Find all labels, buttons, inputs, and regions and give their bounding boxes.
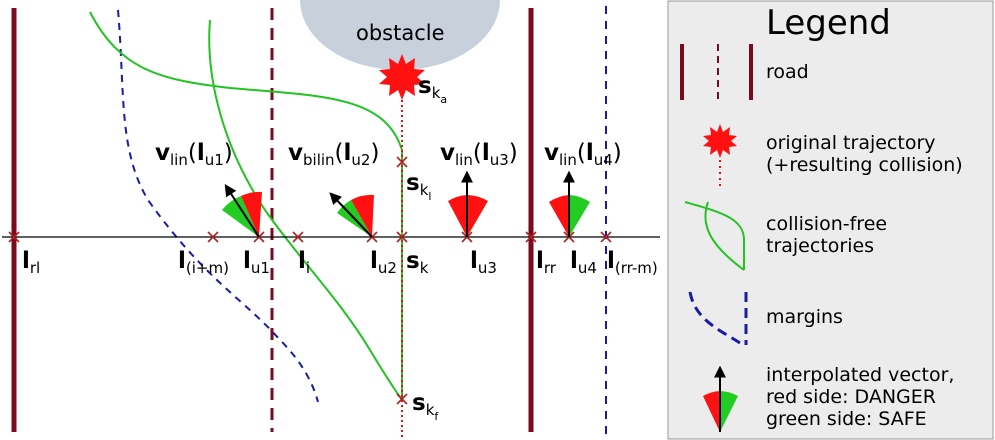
interpolated-vector-u4 [549, 170, 590, 237]
legend-original-text-2: (+resulting collision) [766, 154, 963, 176]
marker-l-i [292, 231, 304, 243]
legend-original-text-1: original trajectory [766, 132, 936, 154]
label-l-u1: lu1 [243, 248, 270, 277]
label-v4: vlin(lu4) [544, 140, 622, 169]
legend: Legend road original trajectory (+result… [667, 0, 994, 440]
legend-interpolated-text-1: interpolated vector, [766, 364, 954, 386]
label-l-i: li [298, 248, 310, 277]
label-s-ka: ska [418, 73, 447, 106]
legend-collision-free-text-2: trajectories [766, 235, 874, 257]
label-l-u4: lu4 [570, 248, 597, 277]
legend-road-text: road [766, 61, 809, 83]
marker-s-kf [396, 393, 408, 405]
collision-star [379, 54, 425, 100]
legend-title: Legend [766, 3, 891, 43]
marker-s-k [396, 231, 408, 243]
interpolated-vector-u2 [329, 192, 374, 238]
label-l-im: l(i+m) [178, 248, 229, 277]
label-l-u3: lu3 [470, 248, 497, 277]
legend-interpolated-text-3: green side: SAFE [766, 408, 927, 430]
marker-l-rrm [600, 231, 612, 243]
legend-margins-text: margins [766, 306, 843, 328]
collision-free-trajectory-1 [89, 11, 403, 400]
label-l-rl: lrl [22, 248, 40, 277]
label-l-rrm: l(rr-m) [607, 248, 658, 277]
axis-markers [8, 156, 612, 405]
obstacle-label: obstacle [356, 21, 445, 45]
label-v1: vlin(lu1) [155, 140, 233, 169]
label-s-kl: skl [406, 170, 431, 203]
label-v3: vlin(lu3) [440, 140, 518, 169]
marker-s-kl [396, 156, 408, 168]
label-s-k: sk [406, 248, 429, 277]
collision-free-trajectory-2 [208, 19, 403, 401]
marker-l-im [207, 231, 219, 243]
marker-l-rl [8, 231, 20, 243]
legend-collision-free-text-1: collision-free [766, 213, 887, 235]
marker-l-rr [525, 231, 537, 243]
interpolated-vector-u3 [448, 170, 488, 237]
label-v2: vbilin(lu2) [288, 140, 379, 169]
legend-interpolated-text-2: red side: DANGER [766, 386, 936, 408]
margin-left [117, 9, 319, 403]
label-l-u2: lu2 [370, 248, 397, 277]
interpolated-vector-u1 [222, 183, 262, 238]
label-l-rr: lrr [536, 248, 557, 277]
obstacle [300, 0, 500, 70]
label-s-kf: skf [412, 390, 439, 423]
